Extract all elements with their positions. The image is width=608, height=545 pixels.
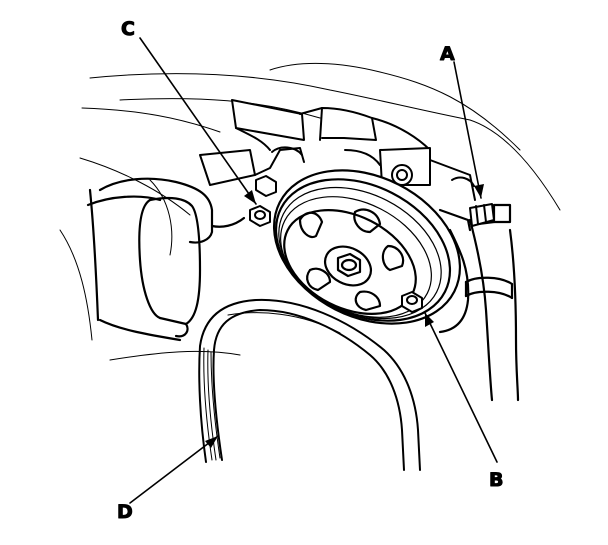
engine-background-lines: [59, 62, 561, 361]
fitting-a: [469, 203, 495, 227]
callout-d: D: [117, 501, 133, 523]
callout-c: C: [121, 18, 135, 40]
leader-lines: [129, 37, 498, 504]
callout-a: A: [440, 43, 455, 65]
left-hose: [86, 177, 246, 342]
drive-belt: [198, 298, 421, 471]
pump-pulley: [272, 169, 462, 325]
bolt-c: [249, 175, 277, 227]
upper-hoses: [199, 99, 476, 201]
bolt-b: [401, 291, 423, 313]
callout-b: B: [489, 469, 503, 491]
